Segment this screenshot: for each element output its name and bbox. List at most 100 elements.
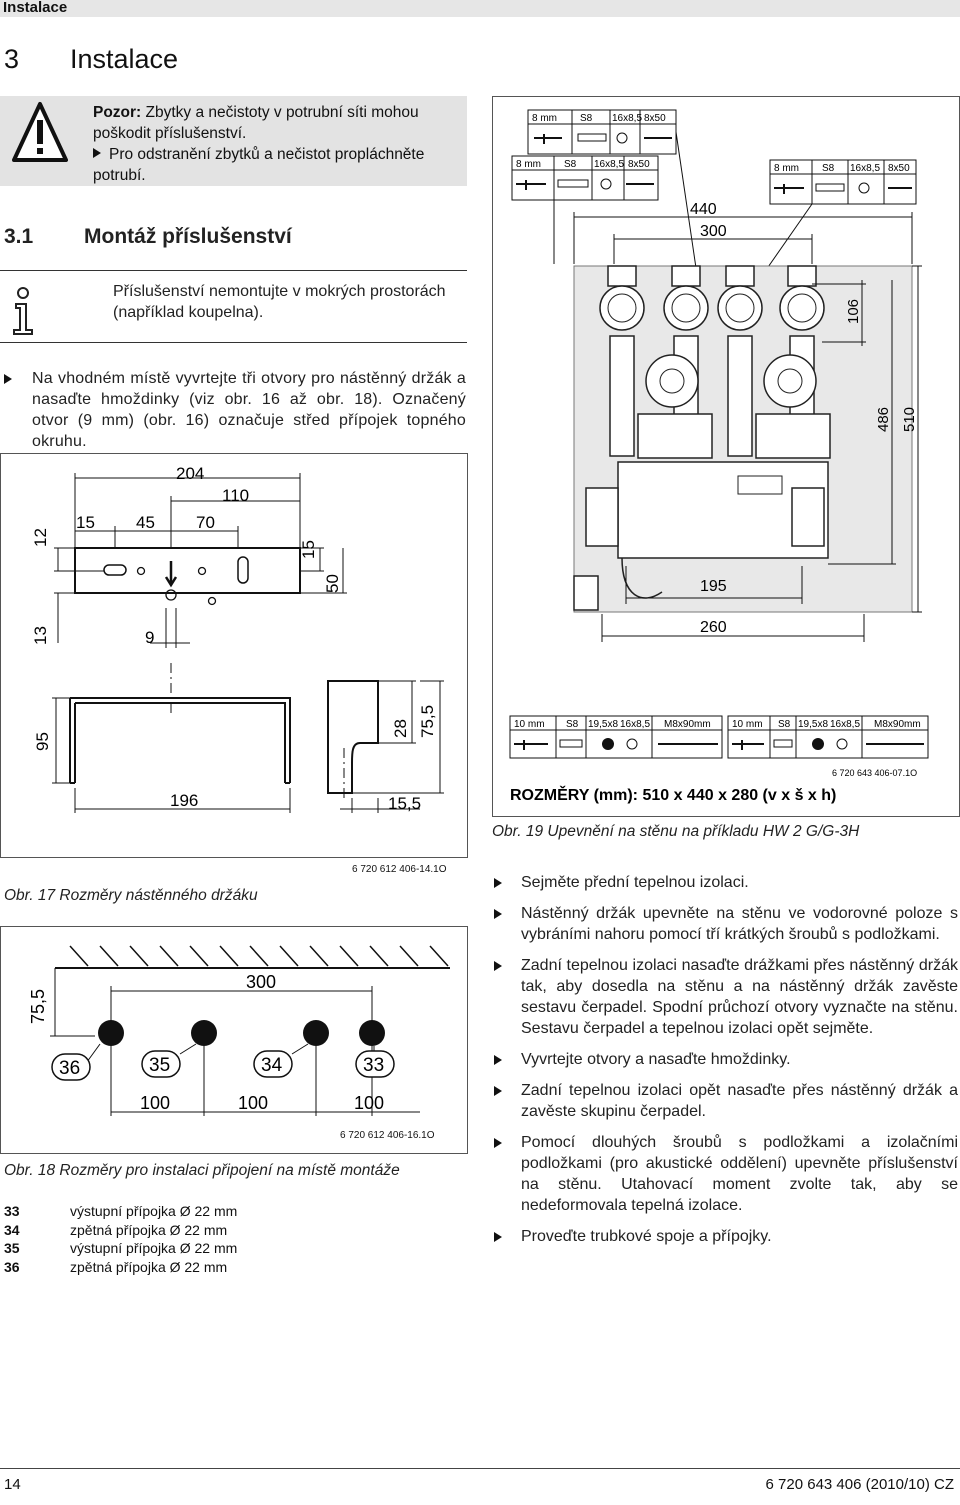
kit-right-screw: 16x8,5	[850, 163, 880, 174]
bullet-arrow-icon	[494, 1086, 502, 1096]
dim-12: 12	[31, 528, 50, 547]
warning-message: Zbytky a nečistoty v potrubní síti mohou…	[93, 104, 419, 142]
kit-right-drill: 8 mm	[774, 163, 799, 174]
warning-lead: Pozor:	[93, 104, 142, 121]
section-number: 3	[4, 44, 20, 74]
kit-bl-s8: S8	[566, 719, 579, 730]
step-text: Proveďte trubkové spoje a přípojky.	[521, 1228, 772, 1245]
kit-right-s8: S8	[822, 163, 835, 174]
step-text: Pomocí dlouhých šroubů s podložkami a iz…	[521, 1134, 958, 1214]
page-number: 14	[4, 1476, 21, 1493]
kit-top-screw: 16x8,5	[612, 113, 642, 124]
fig19-caption: Obr. 19 Upevnění na stěnu na příkladu HW…	[492, 823, 860, 840]
bullet-arrow-icon	[494, 878, 502, 888]
legend-num: 35	[4, 1240, 20, 1256]
fig18-caption: Obr. 18 Rozměry pro instalaci připojení …	[4, 1162, 400, 1179]
kit-br-washer: 19,5x8	[798, 719, 828, 730]
fig18-drawing: 75,5 300 100 100 100 36 35 34 33	[0, 926, 468, 1154]
dim-486: 486	[875, 407, 892, 432]
kit-left-screw: 16x8,5	[594, 159, 624, 170]
kit-bl-screw: 16x8,5	[620, 719, 650, 730]
dim-50: 50	[323, 574, 342, 593]
dim-204: 204	[176, 464, 204, 483]
dim-15-right: 15	[299, 540, 318, 559]
step-text: Zadní tepelnou izolaci nasaďte drážkami …	[521, 957, 958, 1037]
fig17-caption: Obr. 17 Rozměry nástěnného držáku	[4, 887, 258, 904]
dim-100-a: 100	[140, 1093, 170, 1113]
kit-right-bolt: 8x50	[888, 163, 910, 174]
fig19-dimensions-text: ROZMĚRY (mm): 510 x 440 x 280 (v x š x h…	[510, 785, 836, 804]
step-item: Nástěnný držák upevněte na stěnu ve vodo…	[492, 903, 958, 945]
warning-bullet-text: Pro odstranění zbytků a nečistot proplác…	[93, 146, 425, 184]
kit-br-drill: 10 mm	[732, 719, 763, 730]
legend-num: 33	[4, 1203, 20, 1219]
bullet-arrow-icon	[494, 961, 502, 971]
bullet-arrow-icon	[494, 1138, 502, 1148]
subsection-number: 3.1	[4, 225, 34, 248]
kit-box-right: 8 mm S8 16x8,5 8x50	[769, 159, 917, 205]
legend-text: výstupní přípojka Ø 22 mm	[70, 1203, 238, 1219]
kit-box-bottom-right: 10 mm S8 19,5x8 16x8,5 M8x90mm	[727, 715, 929, 759]
label-36: 36	[59, 1058, 80, 1079]
step-text: Zadní tepelnou izolaci opět nasaďte přes…	[521, 1082, 958, 1120]
step-item: Zadní tepelnou izolaci nasaďte drážkami …	[492, 955, 958, 1039]
kit-left-drill: 8 mm	[516, 159, 541, 170]
fig17-drawing: 204 110 15 45 70 12 15 50 13 9 95 196 28…	[0, 453, 468, 858]
step-item: Proveďte trubkové spoje a přípojky.	[492, 1226, 958, 1247]
step-text: Vyvrtejte otvory a nasaďte hmoždinky.	[521, 1051, 791, 1068]
fig19-drawing: 8 mm S8 16x8,5 8x50 8 mm S8 16x8,5 8x50 …	[492, 96, 960, 817]
kit-br-screw: 16x8,5	[830, 719, 860, 730]
running-header: Instalace	[0, 0, 960, 17]
dim-45: 45	[136, 513, 155, 532]
info-rule-top	[0, 270, 467, 271]
info-text: Příslušenství nemontujte v mokrých prost…	[113, 283, 446, 321]
kit-box-top: 8 mm S8 16x8,5 8x50	[527, 109, 677, 155]
dim-95: 95	[33, 732, 52, 751]
label-35: 35	[149, 1055, 170, 1076]
subsection-title: Montáž příslušenství	[84, 225, 292, 248]
footer-rule	[0, 1468, 960, 1469]
bullet-arrow-icon	[4, 374, 12, 384]
dim-195: 195	[700, 578, 727, 595]
section-heading: 3 Instalace	[4, 44, 178, 75]
legend-num: 34	[4, 1221, 20, 1238]
fig19-code: 6 720 643 406-07.1O	[832, 768, 917, 778]
dim-300: 300	[246, 972, 276, 992]
section-title: Instalace	[70, 44, 179, 74]
dim-100-c: 100	[354, 1093, 384, 1113]
kit-bl-washer: 19,5x8	[588, 719, 618, 730]
kit-box-left: 8 mm S8 16x8,5 8x50	[511, 155, 659, 201]
dim-15-top: 15	[76, 513, 95, 532]
dim-75-5: 75,5	[418, 705, 437, 738]
label-33: 33	[363, 1055, 384, 1076]
dim-106: 106	[845, 299, 862, 324]
kit-left-s8: S8	[564, 159, 577, 170]
dim-9: 9	[145, 628, 154, 647]
fig18-code: 6 720 612 406-16.1O	[340, 1130, 435, 1141]
dim-300: 300	[700, 223, 727, 240]
dim-260: 260	[700, 619, 727, 636]
info-rule-bottom	[0, 342, 467, 343]
kit-bl-drill: 10 mm	[514, 719, 545, 730]
warning-bullet: Pro odstranění zbytků a nečistot proplác…	[93, 144, 463, 186]
kit-bl-bolt: M8x90mm	[664, 719, 711, 730]
kit-top-drill: 8 mm	[532, 113, 557, 124]
dim-13: 13	[31, 626, 50, 645]
dim-440: 440	[690, 201, 717, 218]
warning-box	[0, 96, 467, 186]
step-list: Sejměte přední tepelnou izolaci. Nástěnn…	[492, 872, 958, 1247]
step-text: Nástěnný držák upevněte na stěnu ve vodo…	[521, 905, 958, 943]
document-number: 6 720 643 406 (2010/10) CZ	[765, 1476, 954, 1493]
dim-510: 510	[901, 407, 918, 432]
instruction-paragraph: Na vhodném místě vyvrtejte tři otvory pr…	[4, 368, 466, 452]
kit-left-bolt: 8x50	[628, 159, 650, 170]
warning-text: Pozor: Zbytky a nečistoty v potrubní sít…	[93, 102, 463, 186]
dim-75-5: 75,5	[28, 989, 48, 1024]
legend-row: 33 výstupní přípojka Ø 22 mm	[4, 1202, 237, 1221]
dim-15-5: 15,5	[388, 794, 421, 813]
dim-196: 196	[170, 791, 198, 810]
